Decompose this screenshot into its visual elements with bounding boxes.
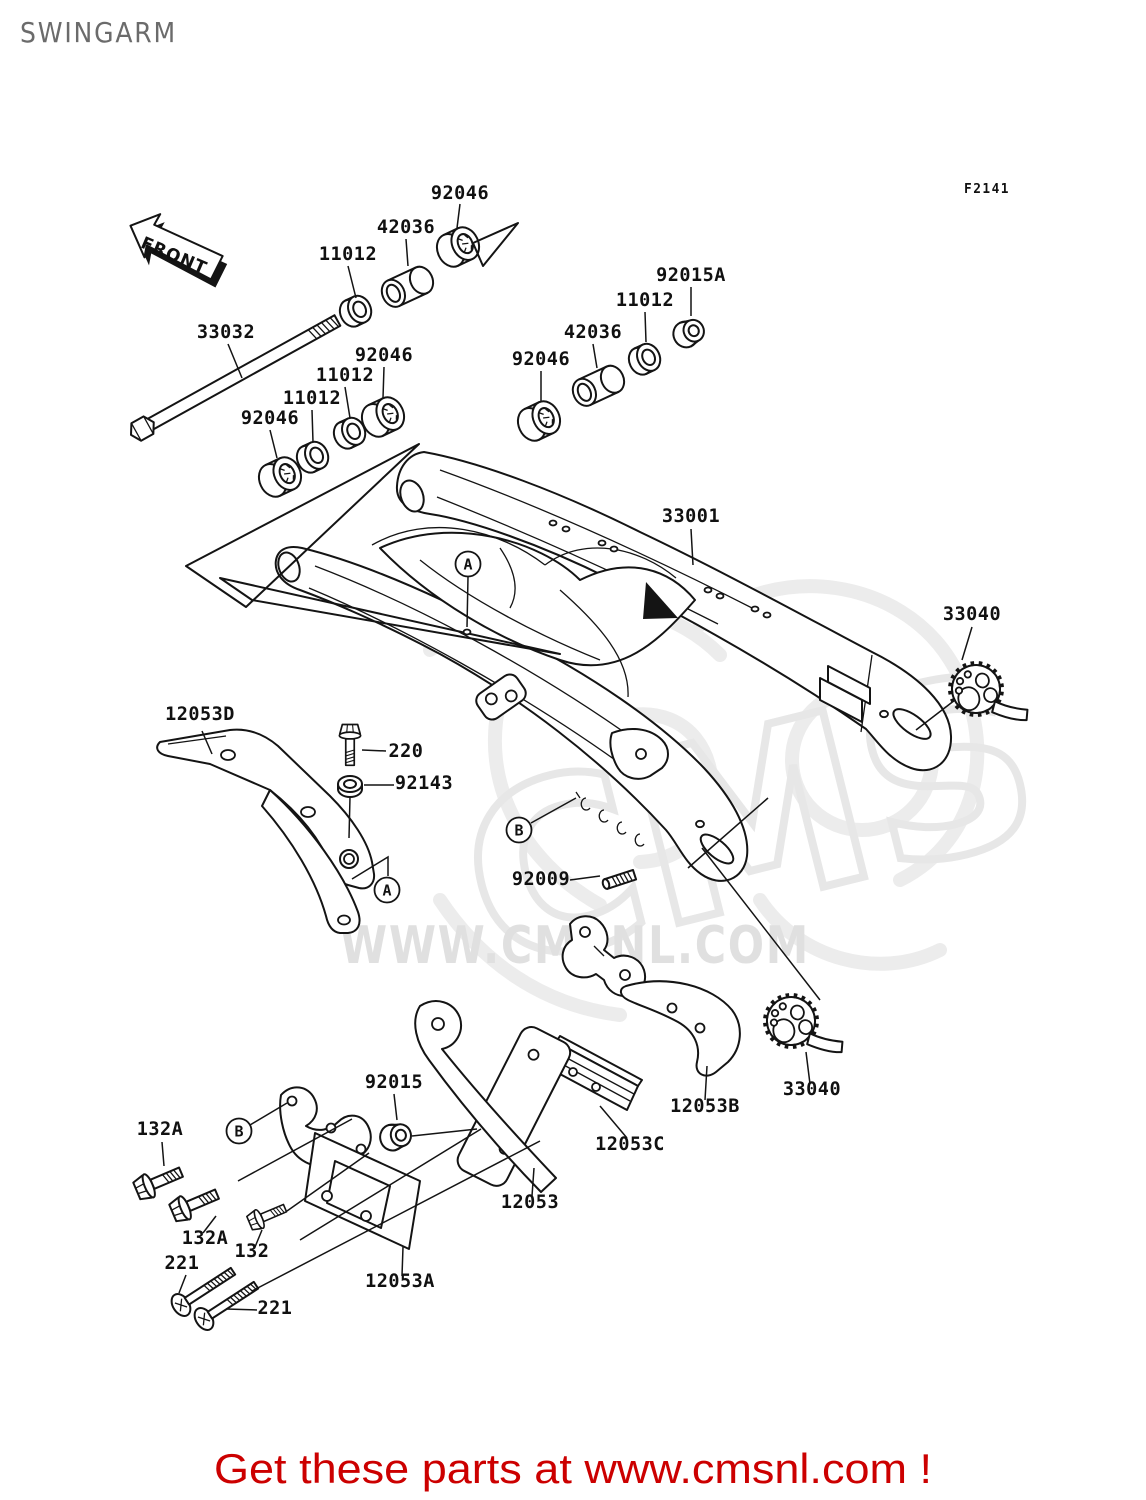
- callout-circle: [454, 550, 482, 578]
- guard-arm: [414, 1000, 557, 1193]
- part-label-92046: 92046: [355, 345, 413, 366]
- callout-B: B: [225, 1117, 253, 1145]
- part-label-layer: 92046420361101292015A1101242036920463303…: [137, 183, 1001, 1319]
- screw-221: [189, 1274, 264, 1335]
- cable-guides: [575, 791, 645, 847]
- callout-layer: A B A B: [225, 550, 533, 1145]
- callout-B: B: [505, 816, 533, 844]
- part-label-12053B: 12053B: [670, 1096, 740, 1117]
- bolt-220: [338, 723, 362, 767]
- part-label-33040: 33040: [783, 1079, 841, 1100]
- part-label-42036: 42036: [564, 322, 622, 343]
- part-label-12053: 12053: [501, 1192, 559, 1213]
- explode-wedges: [185, 222, 561, 655]
- part-label-132A: 132A: [182, 1228, 229, 1249]
- flanged-nut-92015: [376, 1119, 415, 1155]
- needle-bearing-92046: [430, 221, 486, 273]
- callout-letter: A: [382, 882, 391, 900]
- part-label-11012: 11012: [283, 388, 341, 409]
- guard-12053b: [620, 980, 741, 1077]
- part-label-132A: 132A: [137, 1119, 184, 1140]
- part-label-221: 221: [165, 1253, 200, 1274]
- part-label-220: 220: [389, 741, 424, 762]
- part-label-11012: 11012: [316, 365, 374, 386]
- part-label-33032: 33032: [197, 322, 255, 343]
- front-direction-arrow: FRONT: [129, 213, 228, 288]
- part-label-132: 132: [235, 1241, 270, 1262]
- callout-letter: A: [463, 556, 472, 574]
- callout-letter: B: [234, 1123, 243, 1141]
- chain-slider-12053d: [156, 728, 376, 934]
- part-label-92015: 92015: [365, 1072, 423, 1093]
- part-label-92015A: 92015A: [656, 265, 726, 286]
- figure-code: F2141: [964, 182, 1010, 197]
- part-label-33040: 33040: [943, 604, 1001, 625]
- chain-adjuster-33040: [761, 986, 845, 1066]
- sleeve-42036: [376, 261, 439, 312]
- flanged-nut-92015a: [668, 313, 710, 353]
- sleeve-42036: [567, 360, 630, 411]
- part-label-33001: 33001: [662, 506, 720, 527]
- pivot-shaft-33032: [130, 314, 342, 442]
- callout-circle: [373, 876, 401, 904]
- part-label-12053C: 12053C: [595, 1134, 665, 1155]
- chain-guard-assembly: [279, 915, 741, 1250]
- needle-bearing-92046: [511, 395, 567, 447]
- part-label-92046: 92046: [241, 408, 299, 429]
- page-title: SWINGARM: [20, 16, 177, 49]
- front-arrow-shape: [129, 213, 224, 281]
- part-label-92046: 92046: [431, 183, 489, 204]
- part-label-42036: 42036: [377, 217, 435, 238]
- callout-letter: B: [514, 822, 523, 840]
- part-label-92009: 92009: [512, 869, 570, 890]
- part-label-12053D: 12053D: [165, 704, 235, 725]
- flange-bolt-132a: [130, 1159, 187, 1204]
- part-label-92046: 92046: [512, 349, 570, 370]
- part-label-11012: 11012: [616, 290, 674, 311]
- part-label-221: 221: [258, 1298, 293, 1319]
- part-label-11012: 11012: [319, 244, 377, 265]
- leader-end-dot: [462, 628, 472, 636]
- flange-bolt-132: [244, 1198, 290, 1234]
- part-label-92143: 92143: [395, 773, 453, 794]
- callout-circle: [505, 816, 533, 844]
- callout-A: A: [454, 550, 482, 578]
- footer-banner-link[interactable]: Get these parts at www.cmsnl.com !: [214, 1445, 932, 1492]
- washer-92143: [337, 775, 363, 798]
- callout-circle: [225, 1117, 253, 1145]
- part-label-12053A: 12053A: [365, 1271, 435, 1292]
- callout-A: A: [373, 876, 401, 904]
- weld-holes: [548, 519, 772, 619]
- oil-seal-11012: [623, 338, 666, 380]
- leader-lines: [161, 203, 973, 1311]
